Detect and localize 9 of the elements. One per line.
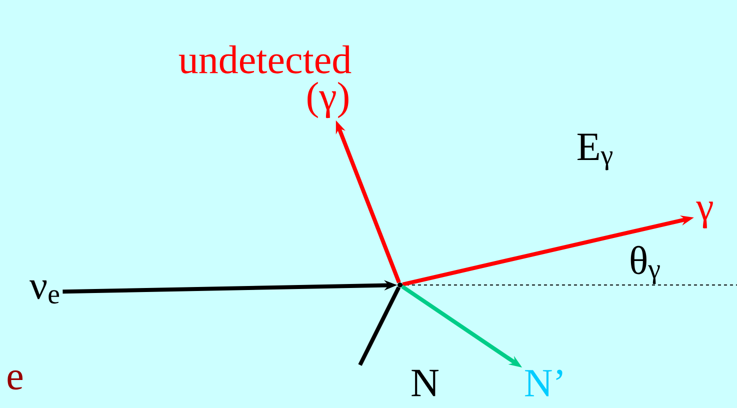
particle-label: N’ bbox=[525, 370, 562, 396]
particle-label: γ bbox=[696, 202, 713, 228]
symbol-label: θ$_{γ}$ bbox=[630, 246, 660, 284]
caption-text: undetected bbox=[178, 45, 352, 74]
particle-label: (γ) bbox=[308, 82, 348, 118]
particle-label: ν$_{e}$ bbox=[30, 280, 60, 304]
symbol-label: N bbox=[412, 370, 439, 396]
symbol-label: e bbox=[8, 370, 22, 390]
symbol-label: E$_{γ}$ bbox=[578, 134, 613, 170]
